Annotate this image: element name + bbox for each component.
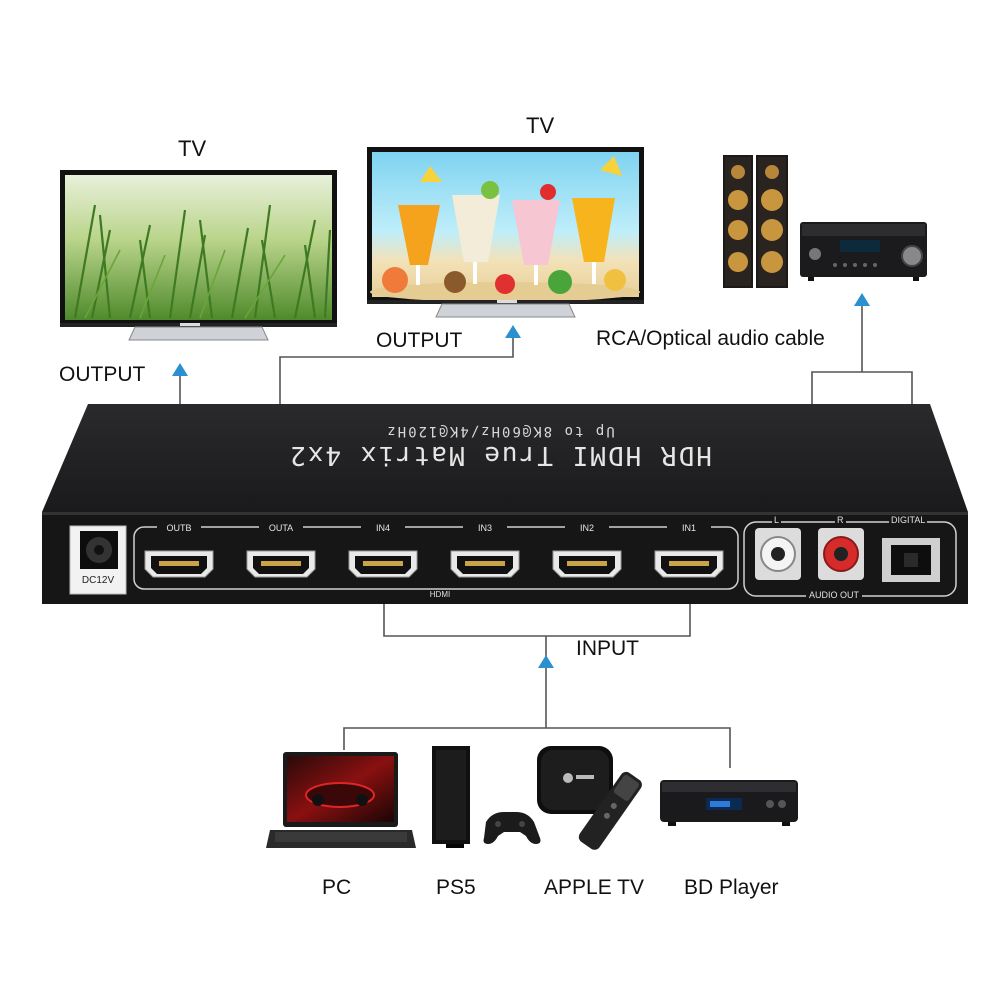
hdmi-port-icon	[144, 550, 214, 578]
source-label-apple-tv: APPLE TV	[544, 876, 644, 899]
port-label-outb: OUTB	[157, 523, 201, 533]
output-left-label: OUTPUT	[59, 363, 146, 386]
digital-label: DIGITAL	[889, 515, 928, 525]
hdmi-ports	[144, 550, 724, 578]
port-label-in1: IN1	[667, 523, 711, 533]
port-label-in3: IN3	[463, 523, 507, 533]
apple-tv-icon	[537, 746, 642, 850]
arrow-up-icon	[172, 363, 188, 376]
rca-jack-icon	[755, 528, 801, 580]
hdmi-port-icon	[552, 550, 622, 578]
port-label-in2: IN2	[565, 523, 609, 533]
hdmi-label: HDMI	[420, 590, 460, 599]
output-center-label: OUTPUT	[376, 329, 463, 352]
device-title: HDR HDMI True Matrix 4x2	[288, 440, 712, 470]
tv-left-label: TV	[178, 136, 207, 161]
audio-out-label: AUDIO OUT	[806, 590, 863, 600]
flow-arrows	[172, 293, 870, 668]
dc-label: DC12V	[81, 575, 115, 586]
audio-cable-label: RCA/Optical audio cable	[596, 327, 825, 350]
audio-r-label: R	[835, 515, 846, 525]
arrow-up-icon	[538, 655, 554, 668]
arrow-up-icon	[505, 325, 521, 338]
port-label-in4: IN4	[361, 523, 405, 533]
optical-port-icon	[882, 538, 940, 582]
source-label-pc: PC	[322, 876, 352, 899]
tv-icon	[367, 147, 644, 318]
audio-l-label: L	[772, 515, 782, 525]
av-receiver-icon	[800, 222, 927, 281]
hdmi-port-panel	[133, 526, 739, 590]
hdmi-port-icon	[450, 550, 520, 578]
input-label: INPUT	[576, 637, 639, 660]
port-label-outa: OUTA	[259, 523, 303, 533]
tv-icon	[60, 170, 337, 341]
bd-player-icon	[660, 780, 798, 826]
laptop-icon	[266, 752, 416, 848]
source-label-bd-player: BD Player	[684, 876, 779, 899]
connection-lines	[179, 302, 913, 768]
hdmi-port-icon	[246, 550, 316, 578]
hdmi-port-icon	[348, 550, 418, 578]
speaker-icon	[723, 155, 753, 288]
source-label-ps5: PS5	[436, 876, 476, 899]
speaker-icon	[756, 155, 788, 288]
tv-center-label: TV	[526, 113, 555, 138]
arrow-up-icon	[854, 293, 870, 306]
rca-jack-icon	[818, 528, 864, 580]
ps5-console-icon	[432, 746, 541, 848]
device-subtitle: Up to 8K@60Hz/4K@120Hz	[385, 423, 615, 439]
hdmi-port-icon	[654, 550, 724, 578]
dc-jack-icon	[69, 525, 127, 595]
